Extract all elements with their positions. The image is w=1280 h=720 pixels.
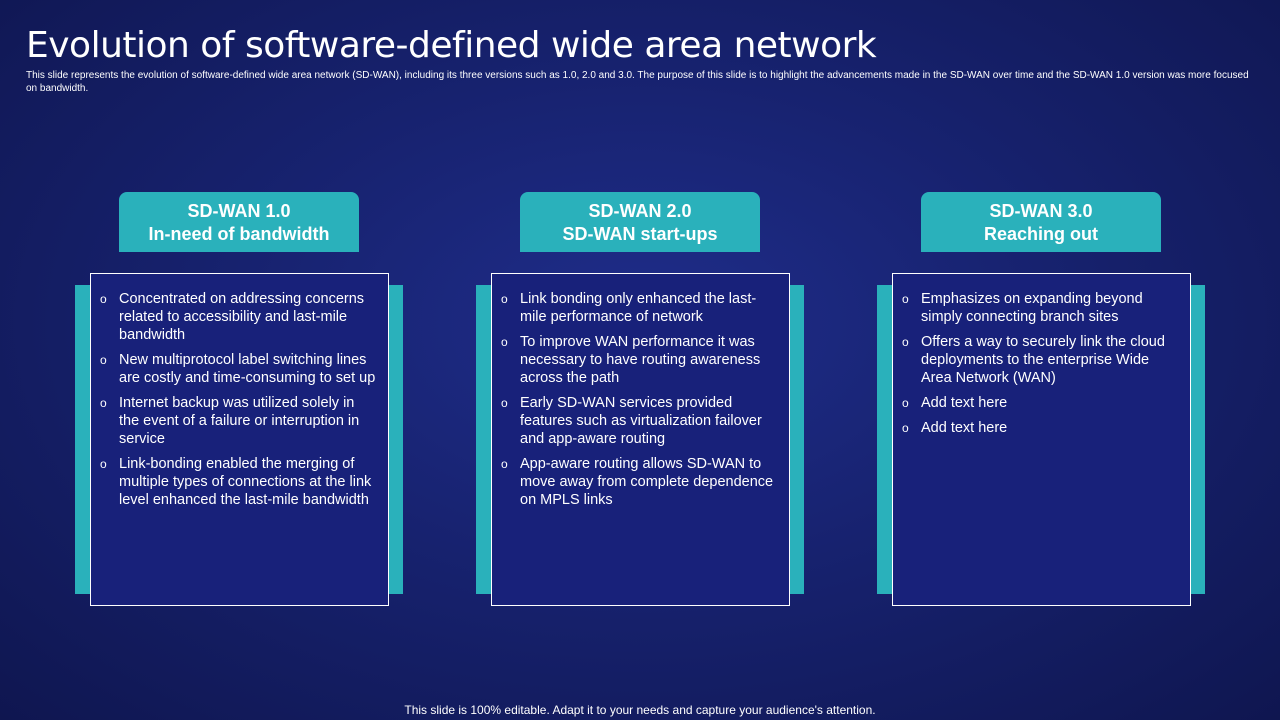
bullet-item: o Internet backup was utilized solely in … [99,394,378,448]
bullet-text: Link bonding only enhanced the last-mile… [520,291,757,325]
bullet-text: Link-bonding enabled the merging of mult… [119,456,372,508]
bullet-item: o Concentrated on addressing concerns rel… [99,290,378,344]
bullet-list: o Concentrated on addressing concerns rel… [99,290,378,509]
bullet-text: Add text here [921,420,1008,436]
bullet-text: App-aware routing allows SD-WAN to move … [520,456,774,508]
bullet-text: Internet backup was utilized solely in t… [119,395,360,447]
version-header-3: SD-WAN 3.0 Reaching out [921,192,1161,252]
bullet-item: o Offers a way to securely link the cloud… [901,333,1180,387]
bullet-item: o Link-bonding enabled the merging of mul… [99,455,378,509]
bullet-item: o App-aware routing allows SD-WAN to move… [500,455,779,509]
bullet-item: o To improve WAN performance it was neces… [500,333,779,387]
bullet-circle-icon: o [501,292,508,306]
slide-title: Evolution of software-defined wide area … [26,25,877,66]
bullet-text: Concentrated on addressing concerns rela… [119,291,365,343]
bullet-text: Add text here [921,395,1008,411]
content-box: o Emphasizes on expanding beyond simply c… [892,273,1191,606]
version-label: Reaching out [983,224,1098,244]
bullet-item: o Add text here [901,419,1180,437]
version-label: In-need of bandwidth [148,224,330,244]
content-box: o Concentrated on addressing concerns rel… [90,273,389,606]
version-header-1: SD-WAN 1.0 In-need of bandwidth [119,192,359,252]
bullet-circle-icon: o [902,335,909,349]
bullet-circle-icon: o [100,457,107,471]
bullet-text: Early SD-WAN services provided features … [520,395,762,447]
bullet-circle-icon: o [501,396,508,410]
bullet-item: o New multiprotocol label switching lines… [99,351,378,387]
bullet-text: New multiprotocol label switching lines … [119,352,376,386]
bullet-item: o Add text here [901,394,1180,412]
version-column-1: SD-WAN 1.0 In-need of bandwidth o Concent… [75,192,405,606]
bullet-circle-icon: o [501,457,508,471]
bullet-text: Emphasizes on expanding beyond simply co… [921,291,1143,325]
bullet-list: o Link bonding only enhanced the last-mil… [500,290,779,509]
bullet-circle-icon: o [100,292,107,306]
bullet-circle-icon: o [100,396,107,410]
bullet-circle-icon: o [902,396,909,410]
slide-subtitle: This slide represents the evolution of s… [26,70,1249,94]
version-name: SD-WAN 1.0 [187,201,291,221]
version-column-2: SD-WAN 2.0 SD-WAN start-ups o Link bondin… [476,192,806,606]
version-column-3: SD-WAN 3.0 Reaching out o Emphasizes on e… [877,192,1207,606]
slide-footer: This slide is 100% editable. Adapt it to… [404,703,876,717]
bullet-circle-icon: o [100,353,107,367]
version-name: SD-WAN 2.0 [588,201,692,221]
bullet-item: o Early SD-WAN services provided features… [500,394,779,448]
content-box: o Link bonding only enhanced the last-mil… [491,273,790,606]
bullet-list: o Emphasizes on expanding beyond simply c… [901,290,1180,437]
bullet-circle-icon: o [902,421,909,435]
bullet-item: o Emphasizes on expanding beyond simply c… [901,290,1180,326]
version-label: SD-WAN start-ups [562,224,718,244]
bullet-text: Offers a way to securely link the cloud … [921,334,1165,386]
bullet-text: To improve WAN performance it was necess… [520,334,761,386]
bullet-circle-icon: o [501,335,508,349]
bullet-circle-icon: o [902,292,909,306]
version-name: SD-WAN 3.0 [989,201,1093,221]
version-header-2: SD-WAN 2.0 SD-WAN start-ups [520,192,760,252]
bullet-item: o Link bonding only enhanced the last-mil… [500,290,779,326]
